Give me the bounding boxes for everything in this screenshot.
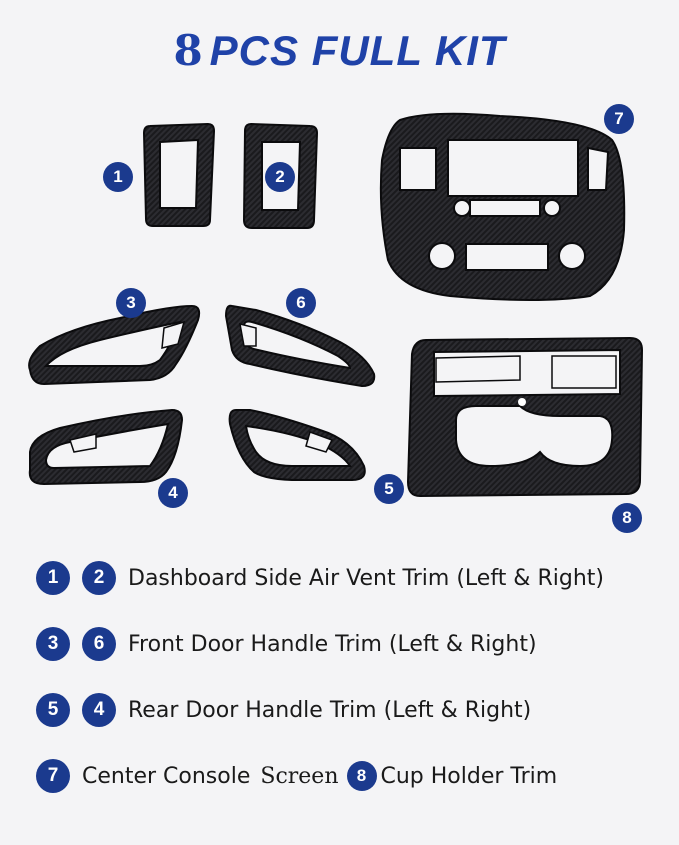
- legend-text: Center Console: [82, 763, 251, 789]
- legend-badge: 5: [36, 693, 70, 727]
- legend-text: Front Door Handle Trim (Left & Right): [128, 631, 537, 657]
- legend-text: Dashboard Side Air Vent Trim (Left & Rig…: [128, 565, 604, 591]
- legend-badge: 2: [82, 561, 116, 595]
- parts-illustration: [28, 112, 644, 498]
- air-vent-trim-left-icon: [142, 122, 216, 227]
- front-door-handle-trim-left-icon: [28, 304, 201, 386]
- part-badge-5: 5: [374, 474, 404, 504]
- center-console-trim-icon: [379, 112, 626, 301]
- legend-row-console: 7 Center Console Screen 8 Cup Holder Tri…: [36, 758, 557, 794]
- legend-badge: 6: [82, 627, 116, 661]
- legend-text-cup-holder: Cup Holder Trim: [380, 763, 558, 789]
- part-badge-7: 7: [604, 104, 634, 134]
- legend-badge: 3: [36, 627, 70, 661]
- part-badge-6: 6: [286, 288, 316, 318]
- legend-badge: 1: [36, 561, 70, 595]
- kit-title-text: PCS FULL KIT: [209, 27, 506, 74]
- part-badge-3: 3: [116, 288, 146, 318]
- part-badge-8: 8: [612, 503, 642, 533]
- part-badge-2: 2: [265, 162, 295, 192]
- rear-door-handle-trim-right-icon: [228, 409, 366, 481]
- legend-text: Rear Door Handle Trim (Left & Right): [128, 697, 532, 723]
- legend-badge: 8: [346, 761, 377, 791]
- front-door-handle-trim-right-icon: [224, 304, 376, 388]
- rear-door-handle-trim-left-icon: [28, 408, 184, 486]
- legend-row-vent: 1 2 Dashboard Side Air Vent Trim (Left &…: [36, 560, 604, 596]
- cup-holder-trim-icon: [406, 336, 644, 498]
- part-badge-1: 1: [103, 162, 133, 192]
- kit-count: 8: [173, 26, 204, 75]
- legend-badge: 4: [82, 693, 116, 727]
- legend-badge: 7: [36, 759, 70, 793]
- legend-row-rear-door: 5 4 Rear Door Handle Trim (Left & Right): [36, 692, 531, 728]
- air-vent-trim-right-icon: [242, 122, 319, 229]
- legend-row-front-door: 3 6 Front Door Handle Trim (Left & Right…: [36, 626, 537, 662]
- part-badge-4: 4: [158, 478, 188, 508]
- legend-text-screen: Screen: [260, 763, 339, 789]
